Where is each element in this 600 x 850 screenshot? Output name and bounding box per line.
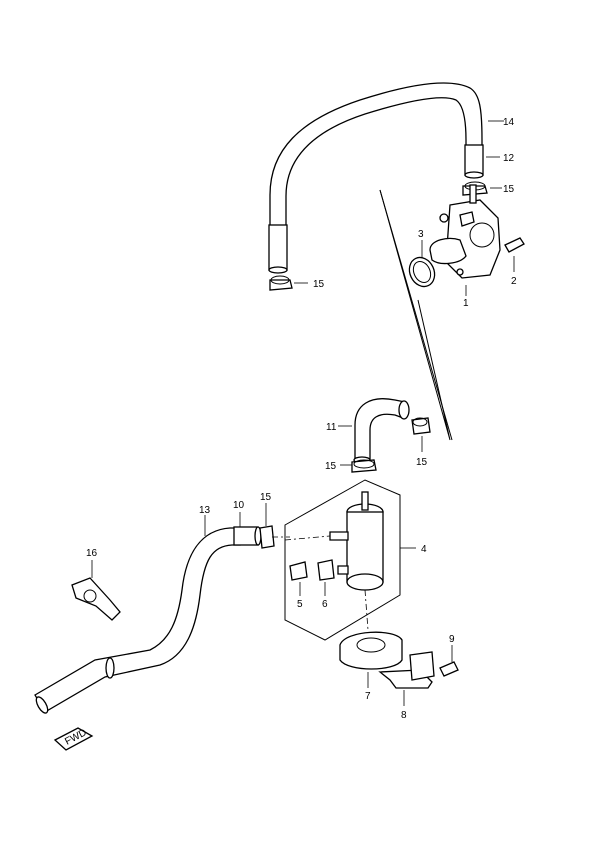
clamp-15-elbow-right [411, 417, 431, 435]
fwd-direction-badge: FWD [53, 727, 94, 751]
callout-2: 2 [511, 276, 517, 287]
callout-9: 9 [449, 634, 455, 645]
callout-11: 11 [326, 422, 337, 433]
hose-11 [353, 398, 410, 464]
hose-12 [464, 144, 484, 179]
callout-16: 16 [86, 548, 98, 559]
callout-3: 3 [418, 229, 424, 240]
callout-15a: 15 [503, 184, 515, 195]
callout-5: 5 [297, 599, 303, 610]
hose-10 [233, 526, 262, 546]
assembly-frame-edge [379, 189, 453, 441]
clamp-15-left [269, 275, 293, 291]
bolt-2 [504, 237, 525, 253]
clip-6 [317, 559, 335, 581]
holder-7 [339, 631, 403, 670]
fuel-filter-4 [329, 491, 384, 591]
plug-5 [289, 561, 308, 581]
callout-14: 14 [503, 117, 515, 128]
o-ring-3 [408, 256, 436, 288]
callout-8: 8 [401, 710, 407, 721]
assembly-frame-top [379, 189, 451, 441]
fuel-pump [429, 184, 501, 279]
clamp-15-under-elbow [351, 459, 377, 473]
callout-13: 13 [199, 505, 211, 516]
callout-12: 12 [503, 153, 515, 164]
centerline-1 [284, 535, 331, 541]
callout-10: 10 [233, 500, 245, 511]
hose-13 [34, 527, 241, 714]
clamp-15-hose10 [259, 525, 275, 549]
callout-15e: 15 [260, 492, 272, 503]
bracket-8 [378, 651, 435, 689]
hose-end-left [268, 224, 288, 274]
callout-7: 7 [365, 691, 371, 702]
callout-1: 1 [463, 298, 469, 309]
callout-15b: 15 [313, 279, 325, 290]
callout-15c: 15 [325, 461, 337, 472]
centerline-2 [364, 589, 369, 631]
callout-4: 4 [421, 544, 427, 555]
callout-6: 6 [322, 599, 328, 610]
clip-16 [71, 577, 121, 621]
bolt-9 [439, 661, 459, 677]
callout-15d: 15 [416, 457, 428, 468]
filter-frame [284, 479, 401, 641]
